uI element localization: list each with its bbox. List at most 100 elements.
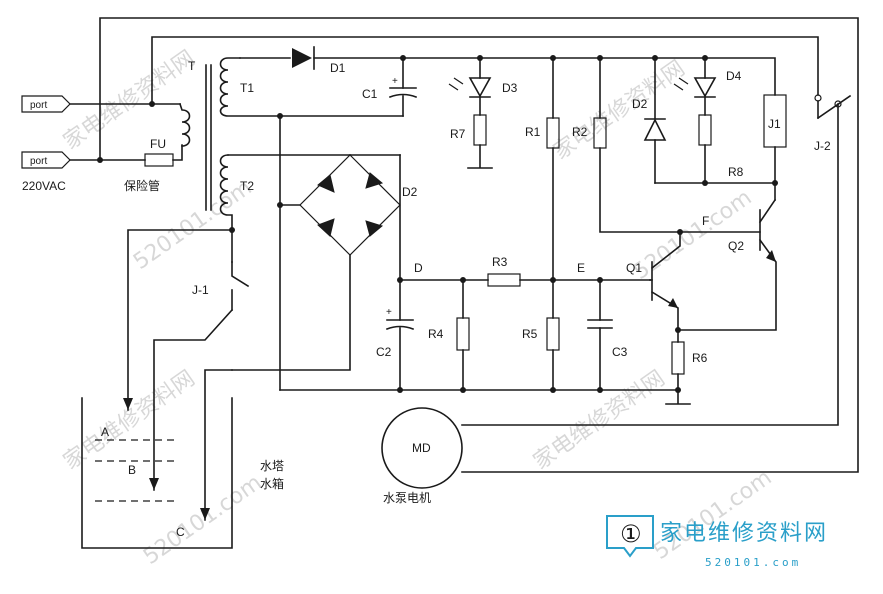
tank-label-1: 水塔	[260, 459, 284, 473]
resistor-r4	[456, 279, 470, 391]
probe-c-arrow	[200, 508, 210, 520]
level-a-label: A	[101, 425, 109, 439]
resistor-r3	[487, 273, 651, 287]
top-rail	[313, 57, 776, 96]
logo-number: ①	[620, 521, 642, 548]
d2-bridge-label: D2	[402, 185, 418, 199]
r8-label: R8	[728, 165, 744, 179]
probe-wire-b	[153, 308, 234, 491]
r5-label: R5	[522, 327, 538, 341]
fuse-label: FU	[150, 137, 166, 151]
relay-coil-j1	[763, 94, 787, 201]
r2-label: R2	[572, 125, 588, 139]
c1-label: C1	[362, 87, 378, 101]
resistor-r2	[593, 57, 681, 233]
watermark-text: 家电维修资料网	[59, 366, 200, 475]
d3-label: D3	[502, 81, 518, 95]
capacitor-c1: +	[388, 57, 418, 117]
wire-bridge-bottom	[231, 254, 351, 371]
junction	[97, 157, 103, 163]
d4-label: D4	[726, 69, 742, 83]
port-bottom: port	[21, 151, 71, 169]
d1-label: D1	[330, 61, 346, 75]
diode-d2	[643, 57, 667, 184]
port-top: port	[21, 95, 71, 113]
r4-label: R4	[428, 327, 444, 341]
transistor-q2	[679, 198, 777, 331]
wire-fuse-primary	[172, 144, 183, 161]
watermark-url: 520101.com	[649, 465, 776, 565]
led-d3	[448, 57, 492, 116]
resistor-r7	[467, 114, 493, 169]
probe-a-arrow	[123, 398, 133, 410]
junction	[597, 387, 603, 393]
probe-wire-a	[127, 229, 233, 411]
t1-label: T1	[240, 81, 254, 95]
junction	[675, 387, 681, 393]
inner-wire-top	[151, 36, 819, 105]
transformer-t1-winding	[219, 57, 281, 117]
e-node-label: E	[577, 261, 585, 275]
j1-label: J1	[768, 117, 781, 131]
level-b-label: B	[128, 463, 136, 477]
junction	[277, 202, 283, 208]
t2-label: T2	[240, 179, 254, 193]
supply-label: 220VAC	[22, 179, 66, 193]
svg-text:+: +	[386, 307, 392, 318]
junction	[149, 101, 155, 107]
d-node-label: D	[414, 261, 423, 275]
relay-switch-j1	[231, 261, 250, 311]
junction	[702, 180, 708, 186]
relay-switch-j2	[814, 94, 852, 120]
fuse: FU 保险管	[124, 137, 174, 193]
junction	[550, 387, 556, 393]
c3-label: C3	[612, 345, 628, 359]
transformer-primary	[178, 102, 191, 147]
r1-label: R1	[525, 125, 541, 139]
f-label: F	[702, 214, 709, 228]
q1-label: Q1	[626, 261, 642, 275]
pump-motor: MD	[381, 407, 463, 489]
motor-label: MD	[412, 441, 431, 455]
transistor-q1	[649, 231, 681, 331]
port-bottom-label: port	[30, 156, 47, 167]
probe-wire-c	[204, 369, 233, 521]
transformer-t2-winding	[219, 154, 233, 231]
d2-top-label: D2	[632, 97, 648, 111]
r7-label: R7	[450, 127, 466, 141]
led-d4	[673, 57, 717, 184]
fuse-cn-label: 保险管	[124, 178, 160, 193]
r3-label: R3	[492, 255, 508, 269]
level-c-label: C	[176, 525, 185, 539]
watermark-text: 家电维修资料网	[549, 56, 690, 165]
capacitor-c3	[587, 279, 613, 391]
junction	[397, 387, 403, 393]
logo-title: 家电维修资料网	[660, 521, 828, 546]
bridge-rectifier-d2	[299, 154, 401, 256]
port-top-label: port	[30, 100, 47, 111]
watermark-text: 家电维修资料网	[59, 46, 200, 155]
r6-label: R6	[692, 351, 708, 365]
junction	[460, 387, 466, 393]
logo-url: 520101.com	[705, 556, 801, 569]
motor-cn-label: 水泵电机	[383, 491, 431, 505]
resistor-r5	[546, 279, 560, 391]
watermark-url: 520101.com	[629, 185, 756, 285]
inner-wire-right	[461, 103, 839, 426]
j1-switch-label: J-1	[192, 283, 209, 297]
site-logo: ① 家电维修资料网 520101.com	[606, 515, 828, 569]
capacitor-c2: +	[385, 279, 415, 391]
transformer-label: T	[188, 59, 196, 73]
probe-b-arrow	[149, 478, 159, 490]
diode-d1	[292, 46, 315, 70]
watermark-url: 520101.com	[139, 470, 266, 570]
water-tank	[81, 397, 233, 549]
tank-label-2: 水箱	[260, 476, 284, 491]
j2-label: J-2	[814, 139, 831, 153]
resistor-r1	[546, 57, 560, 281]
svg-text:+: +	[392, 76, 398, 87]
q2-label: Q2	[728, 239, 744, 253]
c2-label: C2	[376, 345, 392, 359]
